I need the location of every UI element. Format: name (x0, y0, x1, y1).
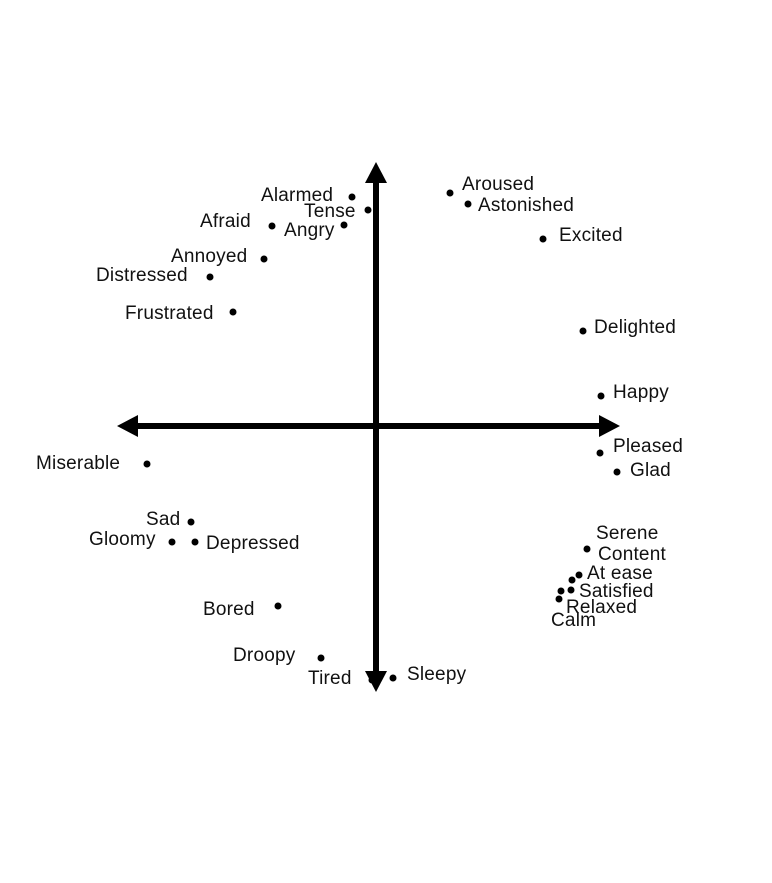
data-point-at-ease (575, 571, 583, 579)
data-point-pleased (596, 449, 604, 457)
label-angry: Angry (284, 220, 335, 241)
data-point-content (583, 545, 591, 553)
label-droopy: Droopy (233, 645, 296, 666)
data-point-bored (274, 602, 282, 610)
data-point-distressed (206, 273, 214, 281)
label-frustrated: Frustrated (125, 303, 214, 324)
data-point-astonished (464, 200, 472, 208)
arrow-right-icon (599, 415, 620, 437)
horizontal-axis (117, 415, 620, 437)
label-glad: Glad (630, 460, 671, 481)
data-point-annoyed (260, 255, 268, 263)
label-annoyed: Annoyed (171, 246, 248, 267)
data-point-delighted (579, 327, 587, 335)
arrow-left-icon (117, 415, 138, 437)
label-tired: Tired (308, 668, 352, 689)
data-point-glad (613, 468, 621, 476)
label-serene: Serene (596, 523, 659, 544)
label-content: Content (598, 544, 666, 565)
data-point-sad (187, 518, 195, 526)
label-gloomy: Gloomy (89, 529, 156, 550)
data-point-miserable (143, 460, 151, 468)
label-sad: Sad (146, 509, 181, 530)
label-delighted: Delighted (594, 317, 677, 338)
data-point-tense (364, 206, 372, 214)
label-tense: Tense (304, 201, 356, 222)
data-point-relaxed (555, 595, 563, 603)
label-excited: Excited (559, 225, 623, 246)
data-point-unlabeled (568, 576, 576, 584)
data-point-frustrated (229, 308, 237, 316)
label-alarmed: Alarmed (261, 185, 334, 206)
data-point-tired (368, 676, 376, 684)
label-satisfied: Satisfied (579, 581, 654, 602)
data-point-sleepy (389, 674, 397, 682)
arrow-down-icon (365, 671, 387, 692)
label-astonished: Astonished (478, 195, 575, 216)
data-point-satisfied (567, 586, 575, 594)
label-at-ease: At ease (587, 563, 653, 584)
label-distressed: Distressed (96, 265, 188, 286)
label-aroused: Aroused (462, 174, 535, 195)
data-point-afraid (268, 222, 276, 230)
data-point-excited (539, 235, 547, 243)
data-point-depressed (191, 538, 199, 546)
label-bored: Bored (203, 599, 255, 620)
data-point-angry (340, 221, 348, 229)
label-depressed: Depressed (206, 533, 300, 554)
data-point-alarmed (348, 193, 356, 201)
label-pleased: Pleased (613, 436, 684, 457)
label-miserable: Miserable (36, 453, 121, 474)
label-afraid: Afraid (200, 211, 251, 232)
data-point-gloomy (168, 538, 176, 546)
data-point-happy (597, 392, 605, 400)
label-relaxed: Relaxed (566, 597, 638, 618)
arrow-up-icon (365, 162, 387, 183)
data-point-aroused (446, 189, 454, 197)
label-calm: Calm (551, 610, 597, 631)
label-sleepy: Sleepy (407, 664, 467, 685)
data-point-calm (557, 587, 565, 595)
data-point-droopy (317, 654, 325, 662)
label-happy: Happy (613, 382, 669, 403)
